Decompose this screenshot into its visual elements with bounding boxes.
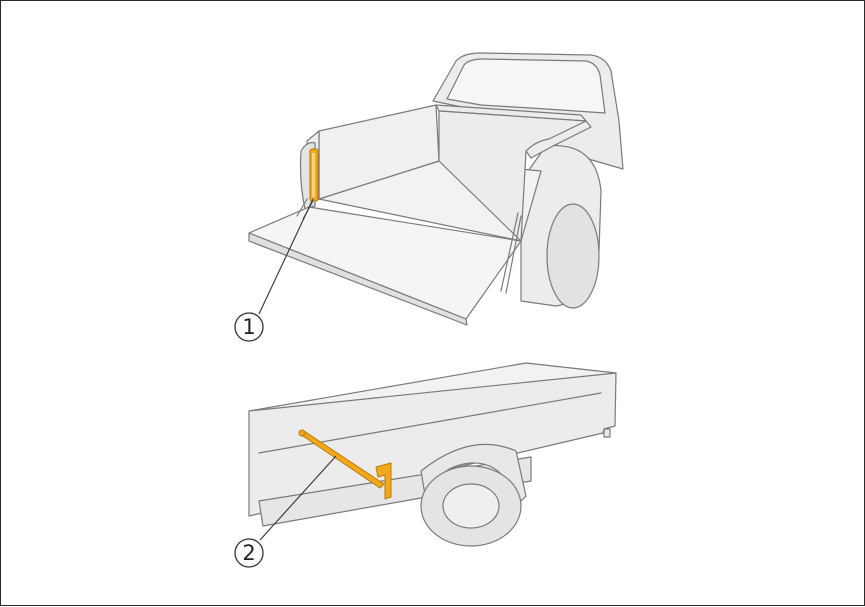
gas-strut-rod (312, 153, 315, 197)
torsion-bar-end (298, 429, 306, 437)
callout-1-leader (258, 198, 314, 315)
cab-rear-window (446, 58, 606, 114)
gas-strut-highlight (309, 148, 319, 202)
callout-2: 2 (234, 455, 337, 568)
callout-1-circle (234, 312, 264, 342)
torsion-bar-highlight (298, 429, 392, 500)
callout-1: 1 (234, 198, 314, 342)
tailgate-cable-right (500, 212, 522, 294)
trailer-illustration (248, 362, 617, 547)
trailer-wheel-hub (442, 483, 500, 529)
rear-wheel (546, 203, 600, 309)
callout-2-leader (259, 455, 337, 541)
callout-2-circle (234, 538, 264, 568)
bed-right-rail (525, 120, 592, 159)
torsion-bracket (375, 462, 392, 500)
callout-2-number: 2 (242, 541, 255, 565)
callout-1-number: 1 (242, 315, 255, 339)
tailgate-edge (248, 232, 468, 326)
trailer-end-bracket (603, 428, 611, 438)
pickup-truck-illustration (248, 52, 624, 326)
